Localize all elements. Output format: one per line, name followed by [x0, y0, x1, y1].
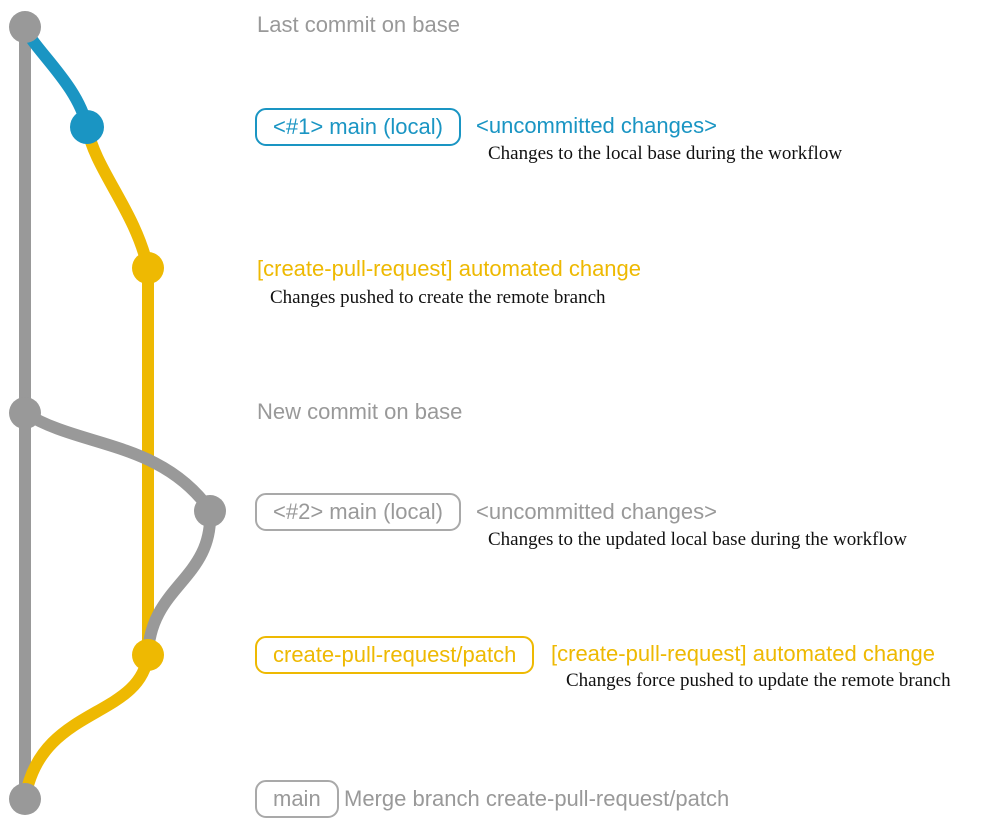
commit-dot-base-new	[9, 397, 41, 429]
commit-dot-patch-2	[132, 639, 164, 671]
local-main-2-to-patch-curve	[142, 509, 217, 656]
branch-label-main: main	[255, 780, 339, 818]
annotation-local-base-changes: Changes to the local base during the wor…	[488, 143, 843, 164]
milestone-new-commit-on-base: New commit on base	[257, 399, 463, 424]
annotation-pushed-create-remote: Changes pushed to create the remote bran…	[270, 287, 606, 308]
commit-message-uncommitted-1: <uncommitted changes>	[476, 113, 717, 138]
branch-label-main-local-1: <#1> main (local)	[255, 108, 461, 146]
patch-branch-out-curve	[81, 125, 154, 270]
local-main-branch-curve	[19, 24, 93, 129]
patch-merge-curve	[19, 653, 154, 801]
branch-label-create-pull-request-patch: create-pull-request/patch	[255, 636, 535, 674]
commit-dot-local-main-1	[70, 110, 104, 144]
annotation-force-pushed-update-remote: Changes force pushed to update the remot…	[566, 670, 951, 691]
commit-dot-patch-1	[132, 252, 164, 284]
commit-dot-local-main-2	[194, 495, 226, 527]
commit-message-merge-branch: Merge branch create-pull-request/patch	[344, 786, 730, 811]
commit-message-uncommitted-2: <uncommitted changes>	[476, 499, 717, 524]
milestone-last-commit-on-base: Last commit on base	[257, 12, 460, 37]
commit-dot-merge	[9, 783, 41, 815]
annotation-updated-local-base-changes: Changes to the updated local base during…	[488, 529, 907, 550]
commit-message-automated-change-2: [create-pull-request] automated change	[551, 641, 936, 666]
local-main-2-branch-curve	[21, 407, 215, 514]
commit-dot-base-last	[9, 11, 41, 43]
branch-label-main-local-2: <#2> main (local)	[255, 493, 461, 531]
commit-message-automated-change-1: [create-pull-request] automated change	[257, 256, 642, 281]
